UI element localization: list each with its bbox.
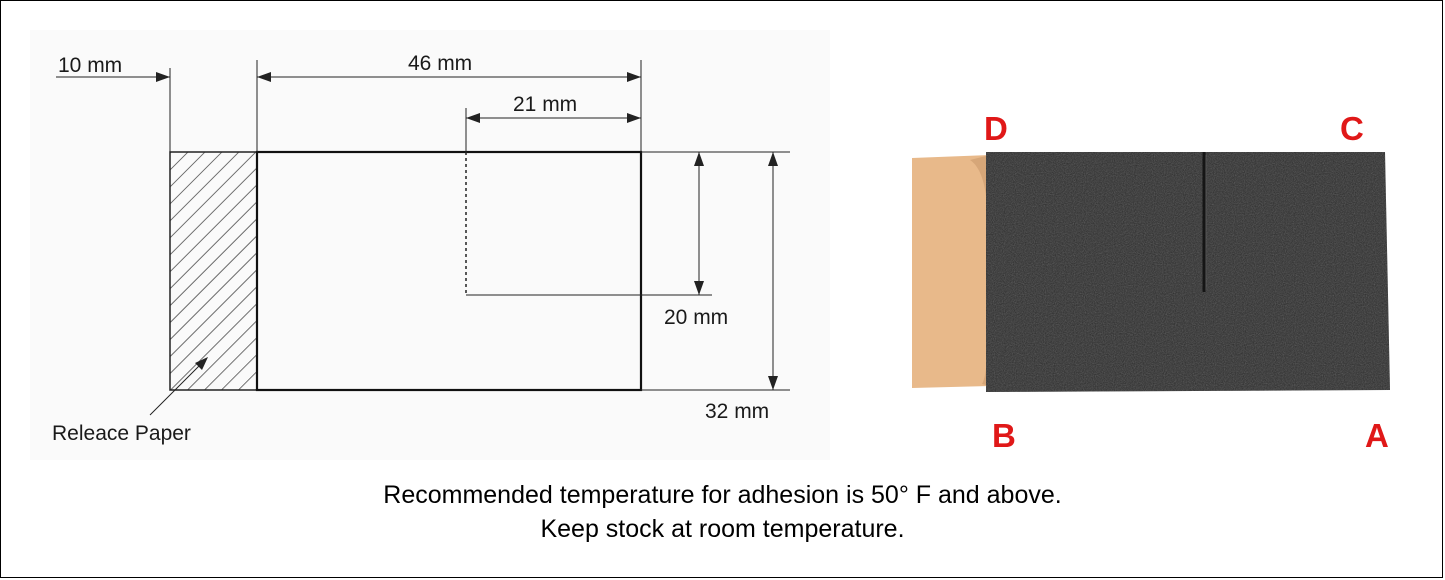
arrowhead <box>156 72 170 82</box>
dim-offset-label: 10 mm <box>58 54 122 77</box>
arrowhead <box>768 152 778 166</box>
caption-line-1: Recommended temperature for adhesion is … <box>383 481 1062 509</box>
diagram-panel <box>30 30 830 460</box>
arrowhead <box>466 113 480 123</box>
release-paper-area <box>169 151 258 391</box>
release-paper-label: Releace Paper <box>52 422 191 445</box>
dim-total-height-label: 32 mm <box>705 400 769 423</box>
product-photo <box>905 68 1415 460</box>
arrowhead <box>694 152 704 166</box>
leader-line <box>149 359 206 416</box>
corner-label-c: C <box>1340 110 1364 147</box>
corner-label-b: B <box>992 417 1016 454</box>
dim-slit-width-label: 21 mm <box>513 93 577 116</box>
corner-label-d: D <box>984 110 1008 147</box>
caption-line-2: Keep stock at room temperature. <box>540 515 905 543</box>
dim-total-width-label: 46 mm <box>408 52 472 75</box>
foam-texture <box>986 152 1390 392</box>
arrowhead <box>627 113 641 123</box>
arrowhead <box>627 72 641 82</box>
release-paper-backing <box>912 155 990 388</box>
corner-label-a: A <box>1365 417 1389 454</box>
arrowhead <box>195 357 208 370</box>
arrowhead <box>694 281 704 295</box>
dim-slit-depth-label: 20 mm <box>664 306 728 329</box>
arrowhead <box>768 376 778 390</box>
caption: Recommended temperature for adhesion is … <box>0 478 1445 546</box>
part-outline <box>255 150 643 392</box>
